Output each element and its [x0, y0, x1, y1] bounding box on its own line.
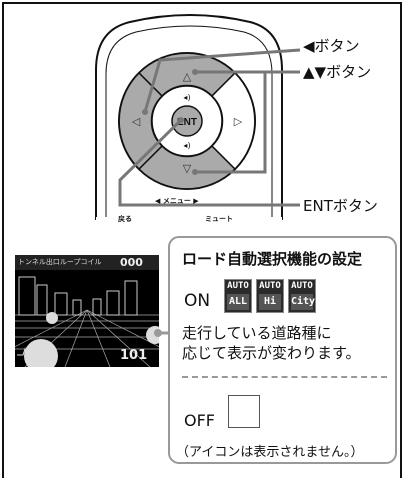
panel-title: ロード自動選択機能の設定 [182, 250, 363, 268]
svg-text:△: △ [183, 70, 192, 83]
callout-updown-button: ▲▼ボタン [303, 63, 372, 81]
off-note: （アイコンは表示されません。） [176, 445, 364, 460]
svg-text:◂): ◂) [183, 93, 190, 102]
screen-scene [15, 276, 159, 367]
back-key-label: 戻る [118, 215, 132, 223]
screen-distance: 101 [120, 348, 148, 363]
callout-ent-button: ENTボタン [303, 197, 378, 215]
svg-text:◁: ◁ [132, 115, 141, 128]
figure-frame [2, 2, 402, 478]
device-screen: トンネル出口ループコイル 000 [15, 255, 159, 367]
screen-header-text: トンネル出口ループコイル [18, 258, 102, 266]
off-label: OFF [184, 411, 215, 430]
ent-key-label: ENT [177, 117, 197, 128]
screen-header-value: 000 [120, 256, 143, 269]
callout-left-button: ◀ボタン [303, 37, 360, 55]
mute-key-label: ミュート [205, 215, 233, 223]
description-line-2: 応じて表示が変わります。 [182, 344, 361, 362]
description-line-1: 走行している道路種に [182, 324, 332, 342]
svg-text:▽: ▽ [183, 162, 192, 175]
svg-text:◂): ◂) [183, 141, 190, 150]
ent-key [171, 105, 203, 137]
on-label: ON [184, 291, 211, 311]
menu-key-label: ◀ メニュー ▶ [155, 197, 199, 205]
dashed-divider [182, 376, 387, 378]
off-empty-icon-box [228, 395, 260, 428]
remote-illustration: ENT △ ▽ ◁ ▷ ◂) ◂) [95, 14, 301, 223]
screen-header: トンネル出口ループコイル 000 [15, 255, 159, 270]
panel-description: 走行している道路種に 応じて表示が変わります。 [182, 323, 361, 363]
svg-text:▷: ▷ [234, 115, 243, 128]
